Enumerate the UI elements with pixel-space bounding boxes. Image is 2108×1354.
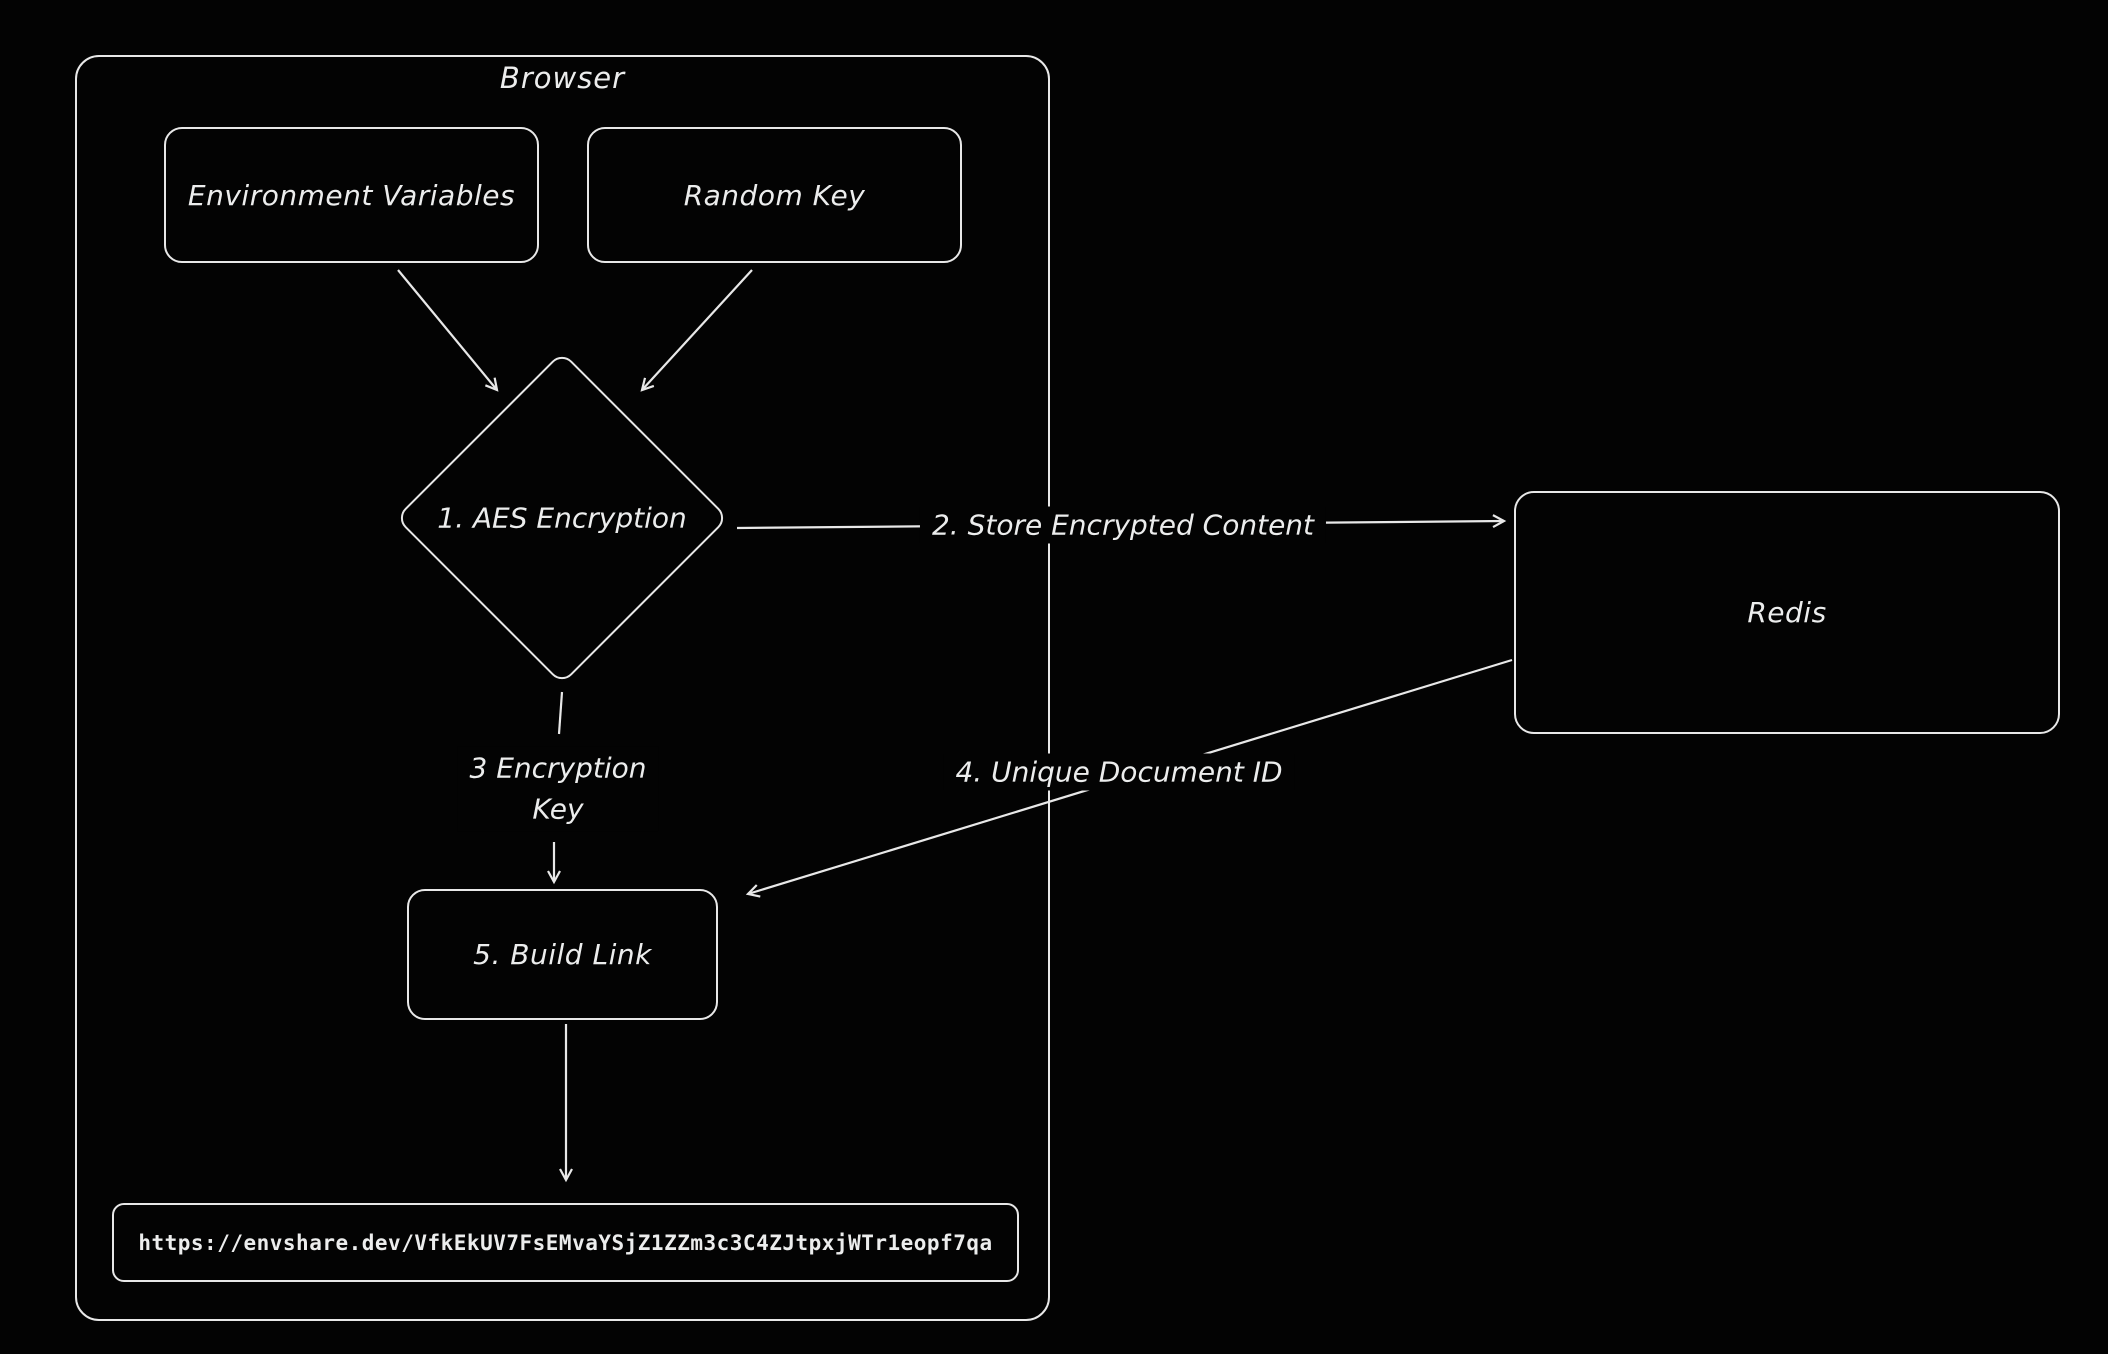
redis-label: Redis (1747, 596, 1827, 629)
share-url-node: https://envshare.dev/VfkEkUV7FsEMvaYSjZ1… (112, 1203, 1019, 1282)
env-variables-node: Environment Variables (164, 127, 539, 263)
build-link-node: 5. Build Link (407, 889, 718, 1020)
share-url-text: https://envshare.dev/VfkEkUV7FsEMvaYSjZ1… (138, 1230, 993, 1255)
env-variables-label: Environment Variables (187, 178, 516, 212)
random-key-node: Random Key (587, 127, 962, 263)
browser-frame (75, 55, 1050, 1321)
redis-node: Redis (1514, 491, 2060, 734)
unique-document-id-label: 4. Unique Document ID (943, 753, 1295, 791)
build-link-label: 5. Build Link (473, 938, 652, 971)
browser-frame-label: Browser (499, 61, 626, 95)
store-encrypted-content-label: 2. Store Encrypted Content (919, 506, 1327, 544)
encryption-key-label: 3 Encryption Key (457, 746, 659, 832)
aes-encryption-label: 1. AES Encryption (437, 501, 687, 535)
random-key-label: Random Key (683, 178, 866, 212)
